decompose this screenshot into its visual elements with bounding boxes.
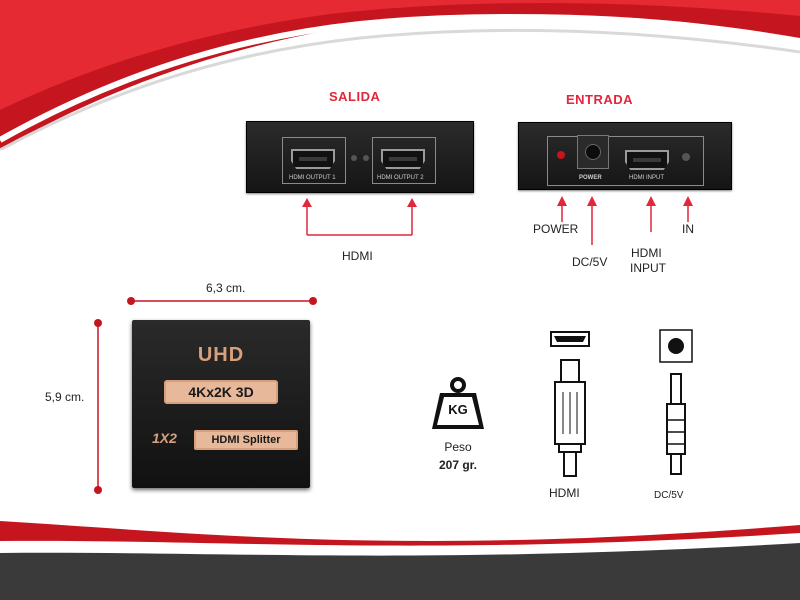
header-wave (0, 0, 800, 150)
output-callout-arrows (302, 198, 417, 236)
splitter-product: UHD 4Kx2K 3D 1X2 HDMI Splitter (132, 320, 310, 488)
width-dimension-label: 6,3 cm. (206, 281, 246, 295)
hdmi-output-1-label: HDMI OUTPUT 1 (289, 175, 336, 181)
hdmi-connector-label: HDMI (549, 486, 580, 500)
output-port-panel: HDMI OUTPUT 1 HDMI OUTPUT 2 (246, 121, 474, 193)
output-callout-label: HDMI (342, 249, 373, 263)
height-dimension-label: 5,9 cm. (45, 390, 85, 404)
power-port-label: POWER (579, 175, 602, 181)
hdmi-output-2-label: HDMI OUTPUT 2 (377, 175, 424, 181)
weight-kg-icon (432, 377, 484, 429)
power-led (557, 151, 565, 159)
footer-wave (0, 521, 800, 600)
hdmi-output-2-port (381, 149, 425, 169)
dc-connector-label: DC/5V (654, 490, 684, 501)
width-dimension-line (127, 297, 317, 305)
dc-connector-icon (659, 329, 693, 475)
power-callout-label: POWER (533, 222, 579, 236)
input-heading: ENTRADA (566, 92, 634, 107)
dc-power-jack (577, 135, 609, 169)
product-uhd-text: UHD (197, 344, 245, 366)
led-indicator-2 (363, 155, 369, 161)
dc-callout-label: DC/5V (572, 255, 608, 269)
weight-value: 207 gr. (438, 458, 478, 472)
input-port-panel: POWER HDMI INPUT (518, 122, 732, 190)
led-indicator-1 (351, 155, 357, 161)
hdmi-input-port (625, 150, 669, 170)
height-dimension-line (94, 319, 102, 494)
hdmi-output-1-port (291, 149, 335, 169)
output-heading: SALIDA (329, 89, 381, 104)
product-ratio-text: 1X2 (152, 430, 177, 446)
product-resolution-text: 4Kx2K 3D (164, 380, 278, 404)
hdmi-input-callout-label-1: HDMI (631, 246, 662, 260)
in-callout-label: IN (682, 222, 694, 236)
weight-label: Peso (444, 440, 472, 454)
hdmi-input-port-label: HDMI INPUT (629, 175, 664, 181)
input-callout-arrows (557, 196, 693, 245)
input-led (682, 153, 690, 161)
product-name-text: HDMI Splitter (194, 430, 298, 450)
weight-icon-text: KG (448, 402, 468, 417)
hdmi-connector-icon (550, 331, 590, 477)
hdmi-input-callout-label-2: INPUT (630, 261, 666, 275)
